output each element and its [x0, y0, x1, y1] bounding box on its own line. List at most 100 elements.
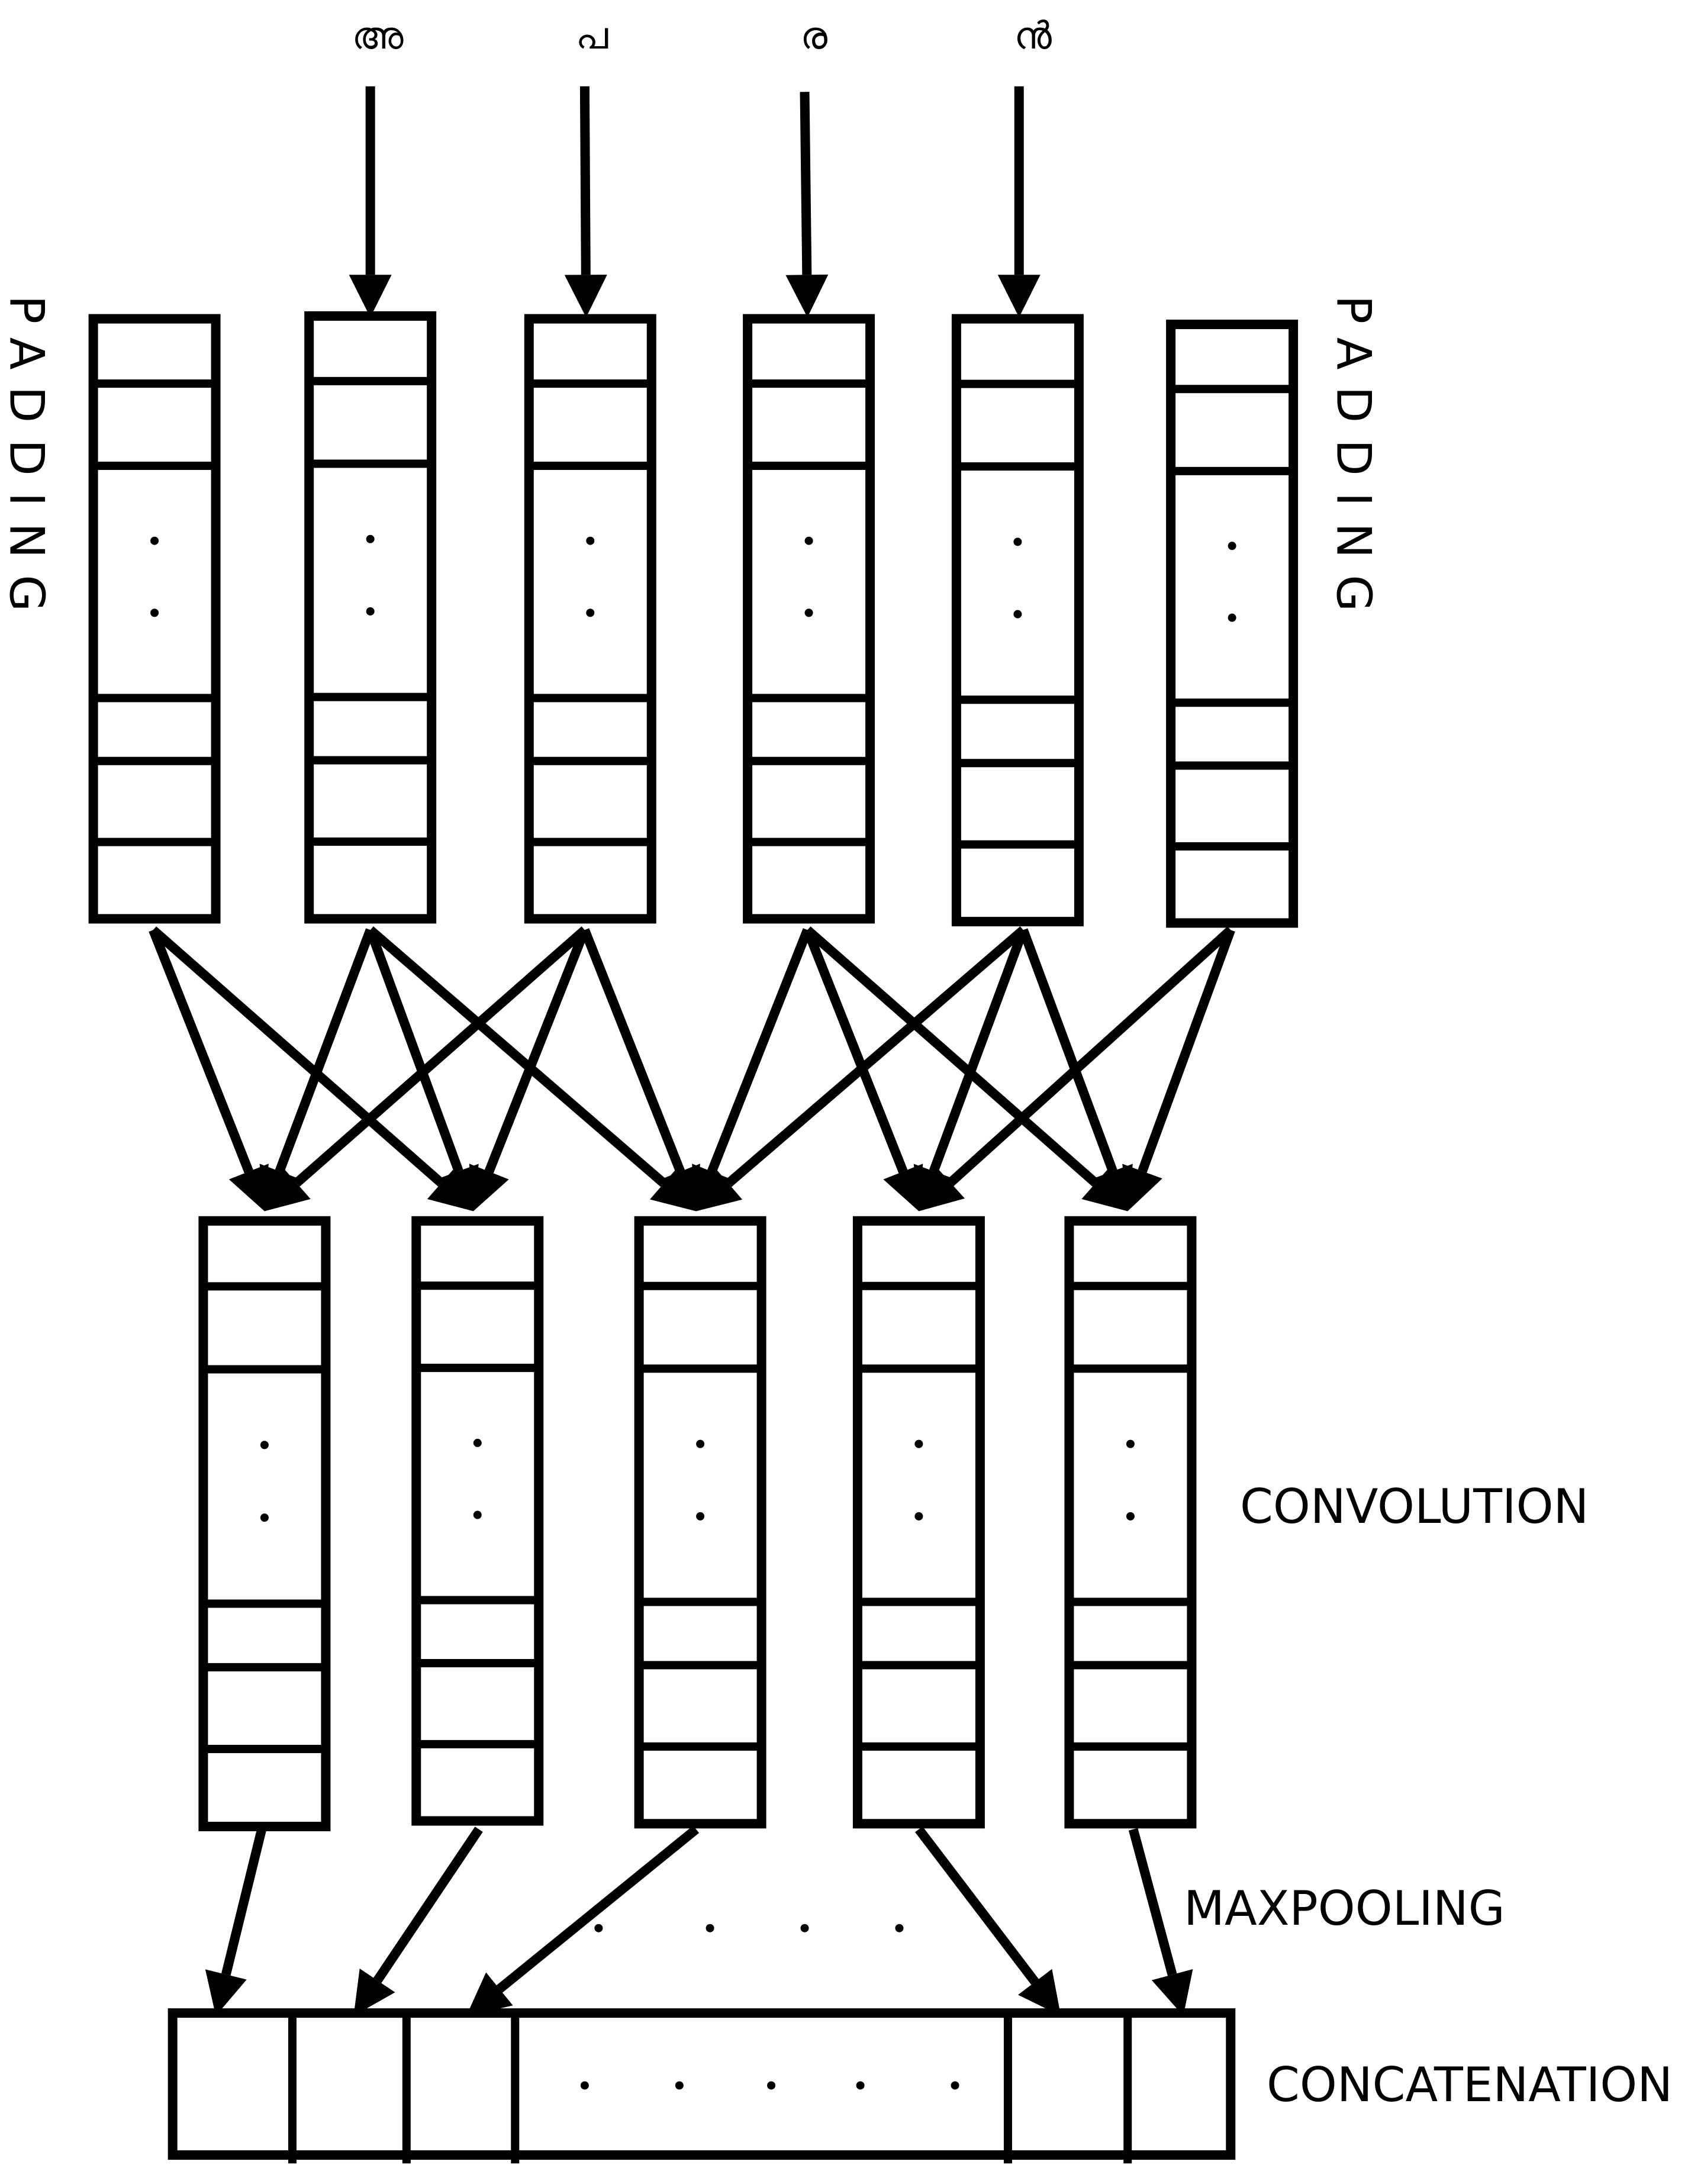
pool-arrow-shaft — [1128, 1828, 1177, 1976]
conv-arrow-head — [883, 1164, 923, 1212]
ellipsis-dot — [1013, 537, 1022, 546]
conv-arrow-shaft — [929, 928, 1028, 1173]
pool-arrow-head — [353, 1969, 395, 2016]
ellipsis-dot — [586, 536, 595, 545]
embedding-vector — [743, 314, 875, 924]
ellipsis-dot — [1228, 613, 1236, 622]
ellipsis-dot — [1126, 1439, 1135, 1448]
embedding-vector-frame — [743, 314, 875, 924]
embedding-vector-frame — [524, 314, 656, 924]
conv-arrow-shaft — [149, 928, 253, 1174]
ellipsis-dot — [1013, 610, 1022, 619]
conv-arrow-shaft — [804, 926, 1099, 1187]
conv-arrow-shaft — [366, 928, 463, 1173]
ellipsis-dot — [260, 1441, 269, 1449]
conv-arrow-head — [919, 1167, 965, 1212]
conv-vector-frame — [198, 1216, 331, 1831]
ellipsis-dot — [586, 608, 595, 617]
maxpooling-label: MAXPOOLING — [1184, 1881, 1505, 1936]
ellipsis-dot — [675, 2081, 684, 2090]
vectors-layer — [88, 311, 1299, 2164]
conv-vector — [634, 1216, 766, 1829]
connections-layer — [149, 86, 1235, 1993]
ellipsis-dot — [473, 1510, 482, 1519]
conv-vector — [411, 1216, 544, 1826]
conv-arrow-shaft — [725, 926, 1027, 1187]
conv-arrow-shaft — [367, 926, 667, 1187]
ellipsis-dot — [1228, 542, 1236, 550]
conv-arrow-head — [1122, 1164, 1162, 1212]
conv-arrow-head — [1093, 1164, 1133, 1212]
input-char: ൻ — [1014, 14, 1052, 58]
ellipsis-dot — [1126, 1512, 1135, 1521]
embedding-vector — [524, 314, 656, 924]
conv-vector — [1064, 1216, 1197, 1829]
conv-arrow-head — [469, 1164, 509, 1212]
ellipsis-dot — [706, 1924, 714, 1932]
ellipsis-dot — [580, 2081, 589, 2090]
conv-arrow-shaft — [1019, 928, 1117, 1173]
input-char: അ — [352, 14, 404, 58]
pool-arrow-head — [205, 1969, 247, 2016]
ellipsis-dot — [895, 1924, 904, 1932]
convolution-label: CONVOLUTION — [1240, 1479, 1589, 1534]
ellipsis-dot — [856, 2081, 865, 2090]
conv-vector-frame — [852, 1216, 985, 1829]
ellipsis-dot — [696, 1512, 705, 1521]
arrowheads-layer — [205, 274, 1193, 2016]
embedding-vector — [304, 311, 437, 924]
conv-vector-frame — [411, 1216, 544, 1826]
padding-label-text: PADDING — [0, 295, 54, 628]
conv-arrow-shaft — [707, 928, 812, 1174]
ellipsis-dot — [696, 1439, 705, 1448]
ellipsis-dot — [594, 1924, 603, 1932]
ellipsis-dot — [804, 536, 813, 545]
conv-arrow-shaft — [803, 928, 908, 1174]
conv-arrow-head — [696, 1167, 743, 1212]
conv-vector — [852, 1216, 985, 1829]
ellipsis-dot — [951, 2081, 959, 2090]
concatenated-frame — [167, 2008, 1236, 2160]
concatenation-label: CONCATENATION — [1267, 2057, 1673, 2112]
input-char: പ — [576, 14, 608, 58]
input-arrow-head — [349, 275, 392, 318]
input-arrow-head — [997, 275, 1041, 318]
embedding-vector-frame — [1166, 320, 1299, 928]
padding-label-left: PADDING — [0, 295, 54, 628]
input-arrow-shaft — [579, 86, 591, 275]
conv-arrow-head — [228, 1164, 269, 1212]
pool-arrow-shaft — [373, 1827, 483, 1983]
input-char: ര — [800, 14, 827, 58]
ellipsis-dot — [804, 608, 813, 617]
conv-arrow-shaft — [484, 928, 590, 1174]
pool-arrow-head — [466, 1972, 513, 2016]
padding-label-right: PADDING — [1326, 295, 1381, 628]
embedding-vector — [88, 314, 221, 924]
ellipsis-dot — [800, 1924, 809, 1932]
input-arrow-head — [785, 274, 829, 318]
embedding-vector-frame — [304, 311, 437, 924]
conv-arrow-shaft — [580, 928, 685, 1174]
ellipsis-dot — [366, 607, 375, 616]
ellipsis-dot — [150, 536, 159, 545]
input-arrow-shaft — [800, 92, 812, 275]
conv-arrow-head — [661, 1164, 701, 1212]
input-arrow-head — [564, 275, 607, 318]
embedding-vector — [951, 314, 1084, 927]
conv-arrow-head — [439, 1164, 479, 1212]
conv-arrow-shaft — [1138, 928, 1235, 1173]
ellipsis-dot — [366, 534, 375, 543]
conv-arrow-shaft — [947, 926, 1234, 1187]
ellipsis-dot — [473, 1438, 482, 1447]
conv-vector-frame — [634, 1216, 766, 1829]
conv-vector — [198, 1216, 331, 1831]
conv-arrow-shaft — [150, 926, 444, 1187]
ellipsis-dot — [767, 2081, 776, 2090]
embedding-vector-frame — [88, 314, 221, 924]
concatenated-vector — [167, 2008, 1236, 2164]
pool-arrow-shaft — [496, 1825, 700, 1993]
pool-arrow-shaft — [221, 1828, 266, 1976]
ellipsis-dot — [150, 608, 159, 617]
pool-arrow-head — [1018, 1969, 1061, 2016]
